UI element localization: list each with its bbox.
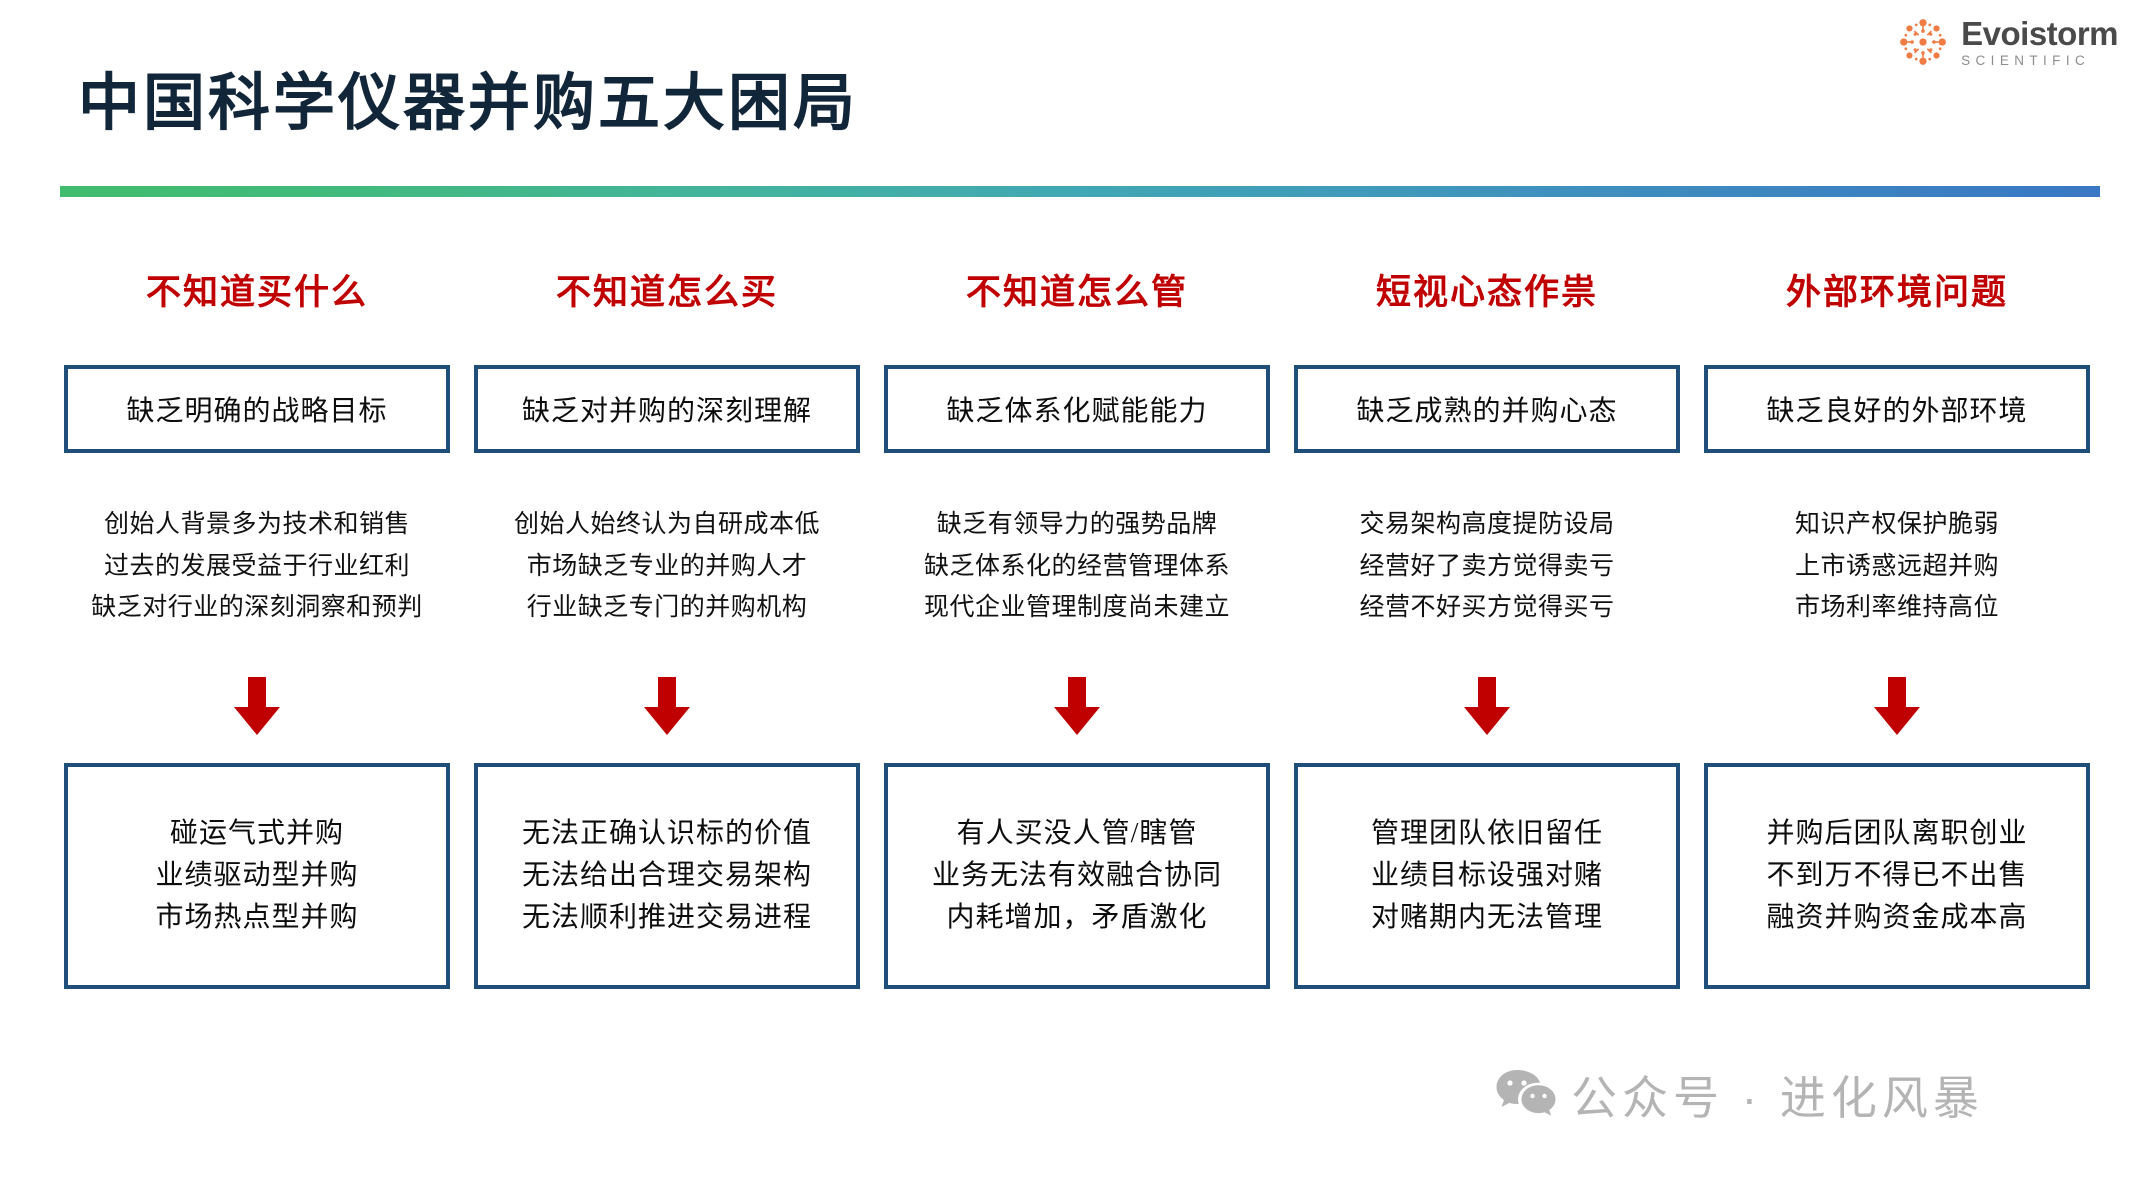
cause-item: 现代企业管理制度尚未建立: [923, 594, 1230, 621]
column-3-header: 不知道怎么管: [965, 273, 1188, 312]
cause-item: 市场缺乏专业的并购人才: [526, 552, 808, 580]
cause-item: 创始人始终认为自研成本低: [513, 511, 820, 538]
outcome-item: 碰运气式并购: [169, 817, 344, 849]
column-3-outcome-box: 有人买没人管/瞎管 业务无法有效融合协同 内耗增加，矛盾激化: [884, 763, 1270, 989]
down-arrow-icon: [1874, 677, 1920, 735]
column-1-header: 不知道买什么: [145, 273, 368, 312]
column-5-problem-text: 缺乏良好的外部环境: [1766, 396, 2028, 427]
column-2-outcome-box: 无法正确认识标的价值 无法给出合理交易架构 无法顺利推进交易进程: [474, 763, 860, 989]
cause-item: 行业缺乏专门的并购机构: [526, 594, 808, 621]
brand-tagline: SCIENTIFIC: [1961, 52, 2091, 68]
column-2-header: 不知道怎么买: [555, 273, 778, 312]
outcome-item: 无法给出合理交易架构: [521, 859, 812, 891]
title-divider: [60, 186, 2100, 197]
down-arrow-icon: [1464, 677, 1510, 735]
down-arrow-icon: [1054, 677, 1100, 735]
column-5-header: 外部环境问题: [1785, 273, 2008, 312]
cause-item: 过去的发展受益于行业红利: [103, 552, 410, 580]
cause-item: 经营不好买方觉得买亏: [1359, 594, 1615, 621]
outcome-item: 业务无法有效融合协同: [931, 859, 1222, 891]
brand-name: Evoistorm: [1961, 14, 2118, 52]
watermark-text: 公众号 · 进化风暴: [1571, 1072, 1984, 1124]
outcome-item: 融资并购资金成本高: [1766, 902, 2028, 934]
cause-item: 缺乏有领导力的强势品牌: [936, 511, 1218, 538]
column-2: 不知道怎么买 缺乏对并购的深刻理解 创始人始终认为自研成本低 市场缺乏专业的并购…: [462, 265, 872, 989]
down-arrow-icon: [234, 677, 280, 735]
column-2-arrow-slot: [474, 677, 860, 743]
cause-item: 交易架构高度提防设局: [1359, 511, 1615, 538]
column-4-problem-text: 缺乏成熟的并购心态: [1356, 396, 1618, 427]
column-4-arrow-slot: [1294, 677, 1680, 743]
column-2-problem-text: 缺乏对并购的深刻理解: [521, 396, 812, 427]
cause-item: 上市诱惑远超并购: [1794, 552, 1999, 580]
outcome-item: 有人买没人管/瞎管: [956, 817, 1198, 849]
column-4-causes: 交易架构高度提防设局 经营好了卖方觉得卖亏 经营不好买方觉得买亏: [1294, 511, 1680, 649]
column-3-arrow-slot: [884, 677, 1270, 743]
column-3: 不知道怎么管 缺乏体系化赋能能力 缺乏有领导力的强势品牌 缺乏体系化的经营管理体…: [872, 265, 1282, 989]
outcome-item: 内耗增加，矛盾激化: [946, 902, 1208, 934]
column-1-problem-text: 缺乏明确的战略目标: [126, 396, 388, 427]
outcome-item: 业绩目标设强对赌: [1370, 859, 1603, 891]
column-1-causes: 创始人背景多为技术和销售 过去的发展受益于行业红利 缺乏对行业的深刻洞察和预判: [64, 511, 450, 649]
cause-item: 经营好了卖方觉得卖亏: [1359, 552, 1615, 580]
cause-item: 缺乏对行业的深刻洞察和预判: [91, 594, 423, 621]
column-5-causes: 知识产权保护脆弱 上市诱惑远超并购 市场利率维持高位: [1704, 511, 2090, 649]
column-3-problem-text: 缺乏体系化赋能能力: [946, 396, 1208, 427]
brand-logo: Evoistorm SCIENTIFIC: [1897, 16, 2118, 68]
column-2-problem-box: 缺乏对并购的深刻理解: [474, 365, 860, 453]
cause-item: 创始人背景多为技术和销售: [103, 511, 410, 538]
column-5-arrow-slot: [1704, 677, 2090, 743]
outcome-item: 并购后团队离职创业: [1766, 817, 2028, 849]
cause-item: 知识产权保护脆弱: [1794, 511, 1999, 538]
column-5: 外部环境问题 缺乏良好的外部环境 知识产权保护脆弱 上市诱惑远超并购 市场利率维…: [1692, 265, 2102, 989]
outcome-item: 不到万不得已不出售: [1766, 859, 2028, 891]
column-1-outcome-box: 碰运气式并购 业绩驱动型并购 市场热点型并购: [64, 763, 450, 989]
down-arrow-icon: [644, 677, 690, 735]
five-dilemmas-grid: 不知道买什么 缺乏明确的战略目标 创始人背景多为技术和销售 过去的发展受益于行业…: [52, 265, 2102, 989]
column-4-header: 短视心态作祟: [1375, 273, 1598, 312]
column-5-outcome-box: 并购后团队离职创业 不到万不得已不出售 融资并购资金成本高: [1704, 763, 2090, 989]
outcome-item: 管理团队依旧留任: [1370, 817, 1603, 849]
column-2-causes: 创始人始终认为自研成本低 市场缺乏专业的并购人才 行业缺乏专门的并购机构: [474, 511, 860, 649]
column-3-causes: 缺乏有领导力的强势品牌 缺乏体系化的经营管理体系 现代企业管理制度尚未建立: [884, 511, 1270, 649]
outcome-item: 市场热点型并购: [155, 902, 359, 934]
column-1-arrow-slot: [64, 677, 450, 743]
watermark: 公众号 · 进化风暴: [1495, 1062, 1984, 1128]
column-4-problem-box: 缺乏成熟的并购心态: [1294, 365, 1680, 453]
column-5-problem-box: 缺乏良好的外部环境: [1704, 365, 2090, 453]
outcome-item: 无法正确认识标的价值: [521, 817, 812, 849]
column-1: 不知道买什么 缺乏明确的战略目标 创始人背景多为技术和销售 过去的发展受益于行业…: [52, 265, 462, 989]
cause-item: 缺乏体系化的经营管理体系: [923, 552, 1230, 580]
outcome-item: 业绩驱动型并购: [155, 859, 359, 891]
column-4-outcome-box: 管理团队依旧留任 业绩目标设强对赌 对赌期内无法管理: [1294, 763, 1680, 989]
column-3-problem-box: 缺乏体系化赋能能力: [884, 365, 1270, 453]
page-title: 中国科学仪器并购五大困局: [78, 70, 859, 138]
outcome-item: 无法顺利推进交易进程: [521, 902, 812, 934]
wechat-icon: [1496, 1070, 1556, 1116]
cause-item: 市场利率维持高位: [1794, 594, 1999, 621]
outcome-item: 对赌期内无法管理: [1370, 902, 1603, 934]
evoistorm-burst-icon: [1900, 19, 1947, 65]
column-4: 短视心态作祟 缺乏成熟的并购心态 交易架构高度提防设局 经营好了卖方觉得卖亏 经…: [1282, 265, 1692, 989]
column-1-problem-box: 缺乏明确的战略目标: [64, 365, 450, 453]
